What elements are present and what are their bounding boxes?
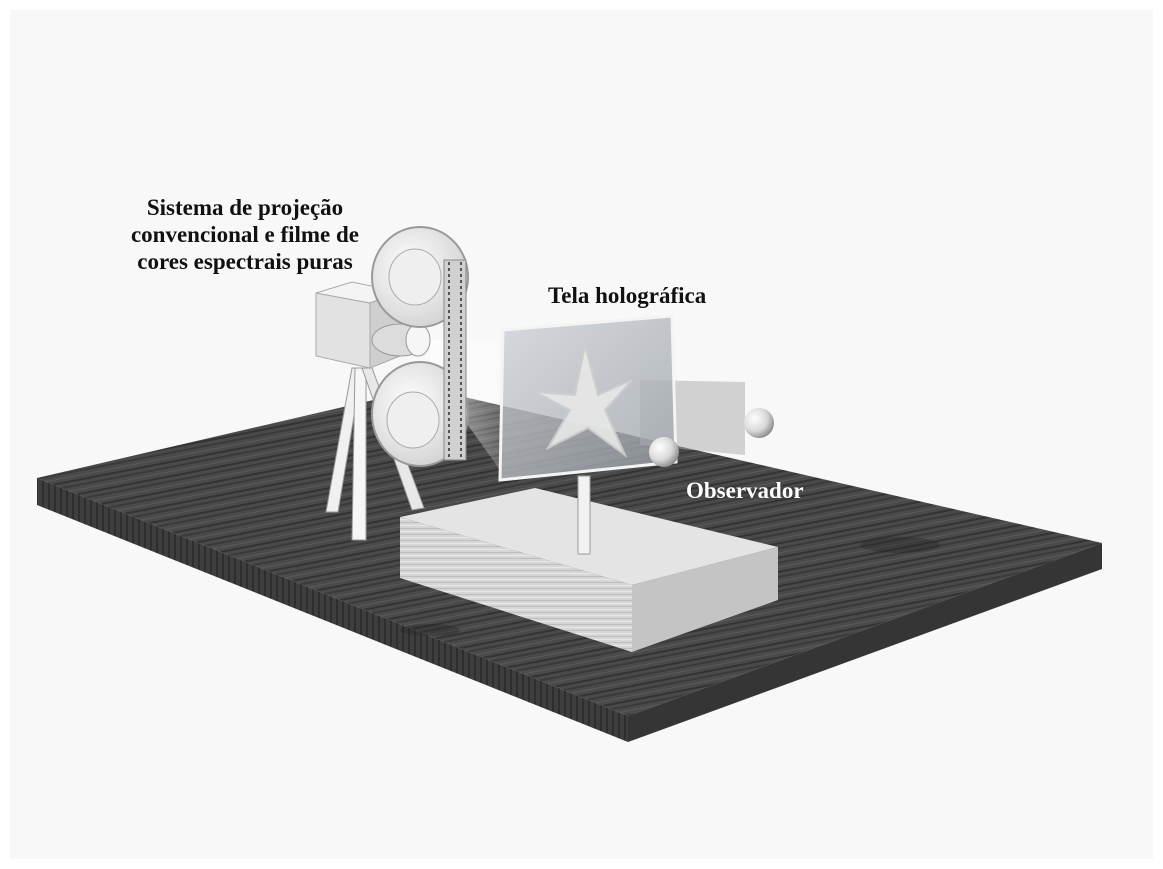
projection-system-label-line-3: cores espectrais puras xyxy=(137,249,353,274)
pedestal-side xyxy=(632,547,778,652)
hologram-star-shape xyxy=(534,344,633,459)
projection-system-label-line-1: Sistema de projeção xyxy=(146,195,344,220)
observer-sphere-near xyxy=(649,437,679,467)
holographic-screen xyxy=(498,314,678,482)
film-strip xyxy=(443,259,467,461)
screen-stand-post xyxy=(577,475,591,555)
table-reflections xyxy=(400,537,940,636)
projector-body-front xyxy=(315,292,371,369)
tripod-leg-center xyxy=(351,367,367,541)
film-projector xyxy=(315,226,469,541)
table-front-right-edge xyxy=(628,543,1102,742)
projection-system-label: Sistema de projeção convencional e filme… xyxy=(100,194,390,275)
holographic-screen-label: Tela holográfica xyxy=(548,283,707,308)
projection-system-label-line-2: convencional e filme de xyxy=(130,222,360,247)
observer-spheres xyxy=(649,408,774,467)
pedestal-front xyxy=(400,517,632,652)
projector-lens xyxy=(405,323,431,357)
observer-sphere-far xyxy=(744,408,774,438)
table-front-left-edge xyxy=(37,478,628,742)
observer-label: Observador xyxy=(686,478,804,503)
